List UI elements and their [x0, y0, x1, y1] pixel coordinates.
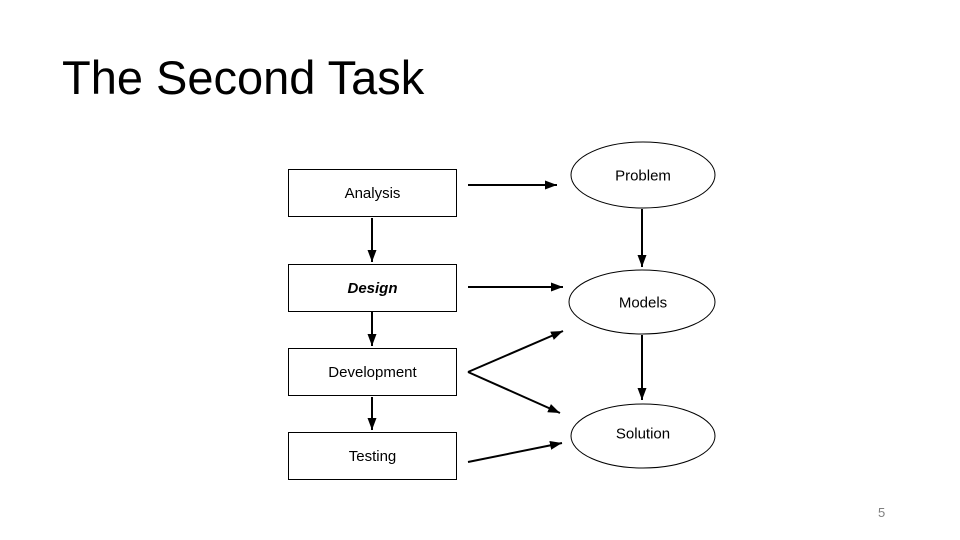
ellipse-models — [568, 269, 716, 335]
flowchart-box-development-label: Development — [328, 363, 417, 381]
flowchart-box-testing-label: Testing — [348, 447, 397, 465]
flowchart-box-analysis-label: Analysis — [344, 184, 401, 202]
ellipse-problem-label: Problem — [615, 167, 671, 185]
slide-title: The Second Task — [62, 51, 425, 104]
flowchart-box-analysis: Analysis — [288, 169, 457, 217]
ellipse-solution-label: Solution — [615, 425, 671, 443]
ellipse-solution — [570, 403, 716, 469]
ellipse-problem — [570, 141, 716, 209]
arrow-development-to-models — [467, 330, 564, 373]
page-number: 5 — [878, 505, 886, 520]
flowchart-box-design: Design — [288, 264, 457, 312]
flowchart-box-testing: Testing — [288, 432, 457, 480]
arrow-testing-to-solution — [467, 440, 563, 463]
flowchart-box-design-label: Design — [347, 279, 398, 297]
flowchart-box-development: Development — [288, 348, 457, 396]
ellipse-models-label: Models — [618, 294, 668, 312]
arrow-development-to-solution — [467, 371, 561, 414]
